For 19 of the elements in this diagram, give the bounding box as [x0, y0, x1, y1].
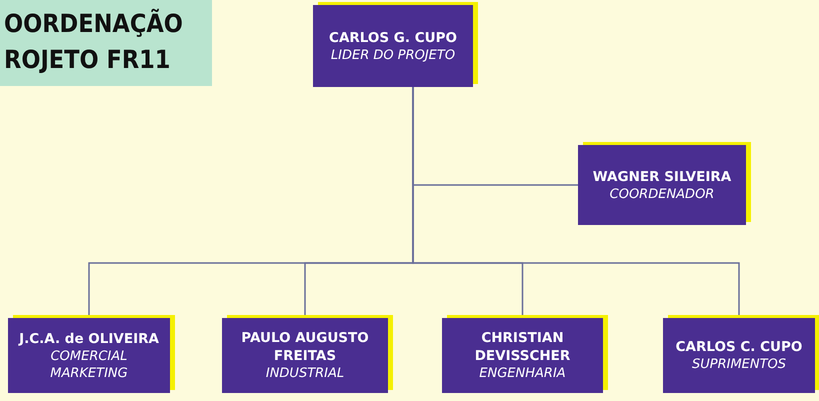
person-box [222, 318, 388, 393]
person-name: J.C.A. de OLIVEIRA [19, 330, 159, 348]
person-name: CHRISTIAN DEVISSCHER [474, 329, 572, 365]
person-name: CARLOS C. CUPO [676, 338, 802, 356]
role-label: ENGENHARIA [479, 365, 566, 382]
person-name: WAGNER SILVEIRA [592, 168, 732, 186]
role-label: LIDER DO PROJETO [330, 46, 456, 64]
person-box [442, 318, 603, 393]
role-label: COORDENADOR [610, 186, 714, 202]
role-label: COMERCIAL MARKETING [49, 348, 129, 382]
person-name: PAULO AUGUSTO FREITAS [240, 329, 370, 365]
person-box [578, 145, 746, 225]
role-label: INDUSTRIAL [266, 365, 344, 382]
title-banner: OORDENAÇÃO ROJETO FR11 [0, 0, 212, 86]
person-box [663, 318, 815, 393]
person-box [8, 318, 170, 393]
person-name: CARLOS G. CUPO [329, 28, 457, 46]
person-box [313, 5, 473, 87]
role-label: SUPRIMENTOS [692, 356, 786, 373]
